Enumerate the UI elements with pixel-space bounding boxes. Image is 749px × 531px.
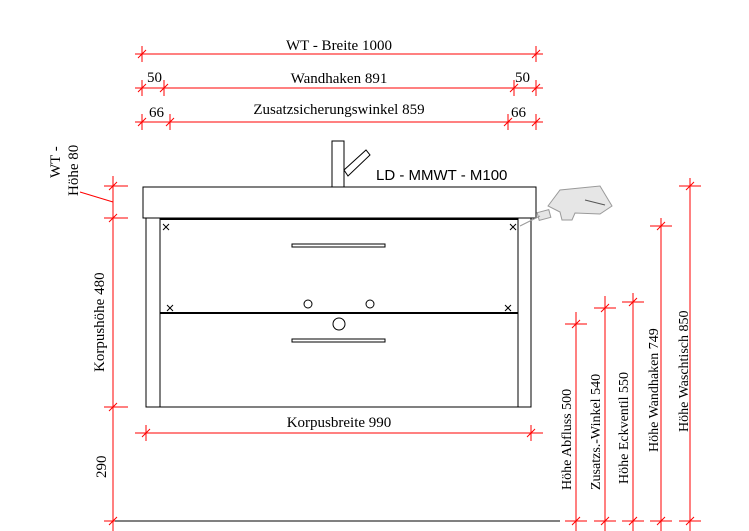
wt-breite-label: WT - Breite 1000 xyxy=(286,38,392,54)
dimension-zusatzsicherungswinkel: 66 Zusatzsicherungswinkel 859 66 xyxy=(135,102,543,130)
dimension-korpushoehe: Korpushöhe 480 290 xyxy=(92,226,128,531)
mounting-hole-left xyxy=(303,299,313,309)
korpushoehe-label: Korpushöhe 480 xyxy=(92,272,108,372)
korpusbreite-label: Korpusbreite 990 xyxy=(287,415,392,431)
dimension-zusatz-winkel: Zusatzs.-Winkel 540 xyxy=(589,296,616,531)
screw-marks xyxy=(162,223,517,312)
wandhaken-right-offset: 50 xyxy=(515,70,530,86)
hoehe-eckventil-label: Höhe Eckventil 550 xyxy=(617,372,632,484)
dimension-korpusbreite: Korpusbreite 990 xyxy=(135,415,543,441)
drain-hole xyxy=(332,317,346,331)
model-title: LD - MMWT - M100 xyxy=(376,167,507,184)
faucet-icon xyxy=(331,140,371,188)
drawer-handle-bottom xyxy=(291,338,386,343)
washbasin-top xyxy=(142,186,537,219)
dimension-wt-breite: WT - Breite 1000 xyxy=(135,38,543,62)
sockel-label: 290 xyxy=(94,456,110,479)
zusatz-right-offset: 66 xyxy=(511,105,527,121)
left-side-panel xyxy=(145,217,161,408)
dimension-wt-hoehe: WT - Höhe 80 xyxy=(48,145,128,226)
dimension-hoehe-wandhaken: Höhe Wandhaken 749 xyxy=(647,218,672,531)
right-side-panel xyxy=(517,217,532,408)
dimension-hoehe-eckventil: Höhe Eckventil 550 xyxy=(617,293,644,531)
zusatz-label: Zusatzsicherungswinkel 859 xyxy=(253,102,424,118)
drill-icon xyxy=(519,185,613,227)
wt-hoehe-label-line1: WT - xyxy=(48,146,64,178)
wandhaken-left-offset: 50 xyxy=(147,70,162,86)
mounting-hole-right xyxy=(365,299,375,309)
hoehe-waschtisch-label: Höhe Waschtisch 850 xyxy=(677,311,692,432)
hoehe-zusatz-label: Zusatzs.-Winkel 540 xyxy=(589,374,604,490)
dimension-wandhaken: 50 Wandhaken 891 50 xyxy=(135,70,543,96)
dimension-hoehe-abfluss: Höhe Abfluss 500 xyxy=(560,312,587,531)
zusatz-left-offset: 66 xyxy=(149,105,165,121)
hoehe-abfluss-label: Höhe Abfluss 500 xyxy=(560,389,575,490)
hoehe-wandhaken-label: Höhe Wandhaken 749 xyxy=(647,328,662,452)
dimension-hoehe-waschtisch: Höhe Waschtisch 850 xyxy=(677,178,701,531)
wt-hoehe-label-line2: Höhe 80 xyxy=(66,145,82,196)
wandhaken-label: Wandhaken 891 xyxy=(291,71,388,87)
vanity-unit: LD - MMWT - M100 xyxy=(142,140,537,408)
drawer-handle-top xyxy=(291,243,386,248)
